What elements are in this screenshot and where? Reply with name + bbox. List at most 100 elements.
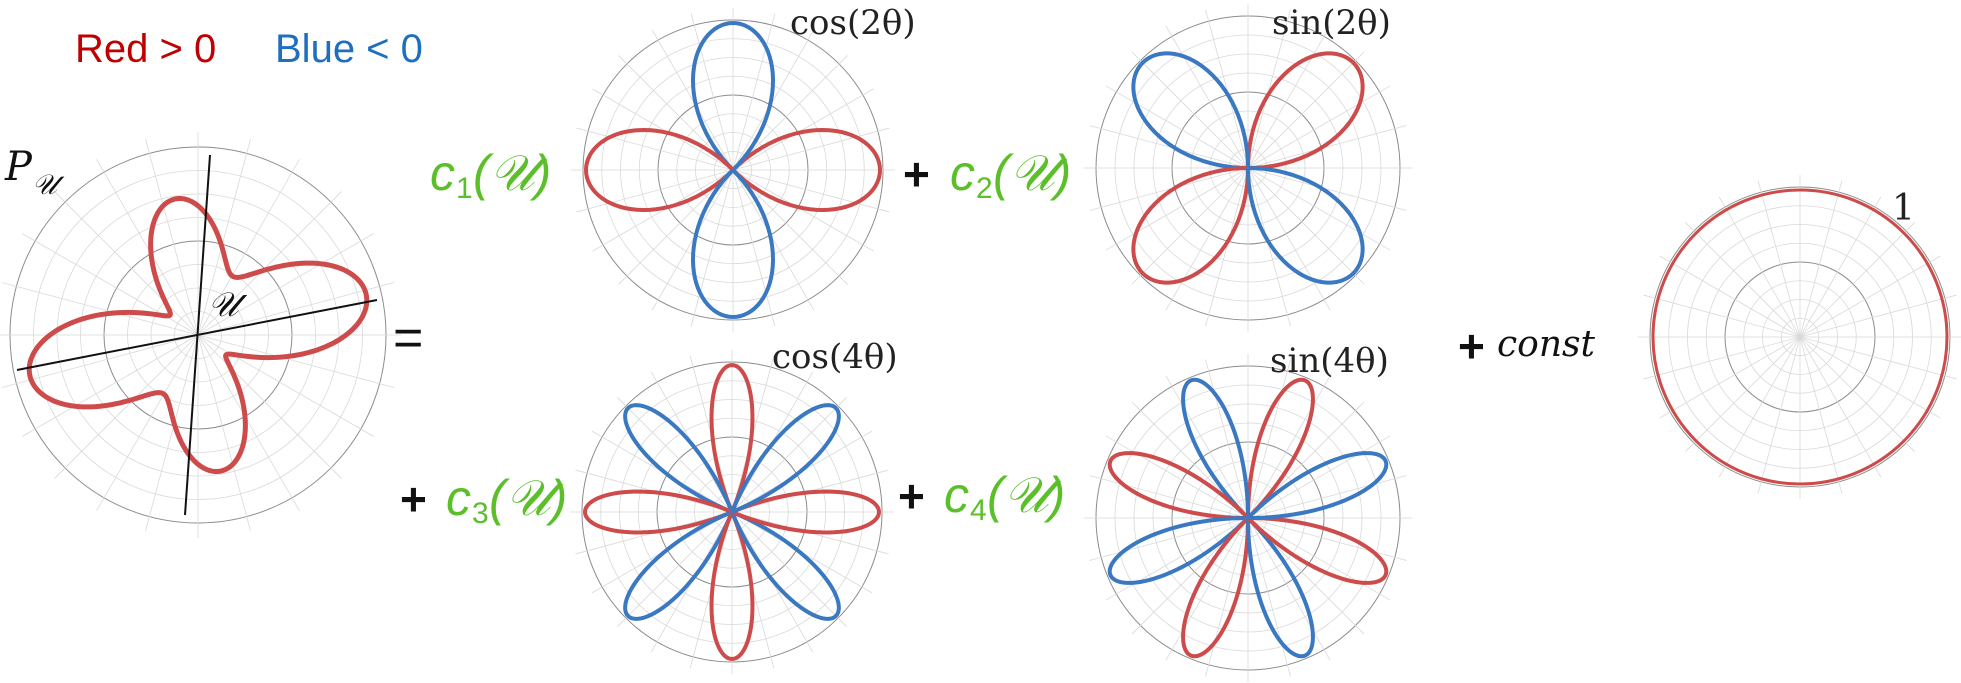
sin2-positive-lobe <box>1131 166 1250 285</box>
grid-spoke <box>1799 255 1941 338</box>
sin4-negative-lobe <box>1107 516 1250 585</box>
grid-spoke <box>1757 180 1801 338</box>
grid-spoke <box>197 334 395 388</box>
sin4-negative-lobe <box>1181 377 1250 520</box>
grid-spoke <box>1799 222 1915 338</box>
grid-spoke <box>1205 517 1249 677</box>
grid-spoke <box>1685 336 1801 452</box>
grid-spoke <box>1247 167 1291 327</box>
grid-spoke <box>1089 517 1249 561</box>
grid-spoke <box>617 511 733 627</box>
grid-spoke <box>1799 196 1882 338</box>
grid-spoke <box>1799 180 1843 338</box>
grid-spoke <box>1089 167 1249 211</box>
grid-spoke <box>1105 85 1249 169</box>
grid-spoke <box>1247 517 1391 601</box>
grid-spoke <box>1105 167 1249 251</box>
grid-spoke <box>651 169 734 311</box>
principal-axis-vertical <box>184 154 211 516</box>
equals-sign: = <box>393 309 423 367</box>
sin4-negative-lobe <box>1246 451 1389 520</box>
const-curve <box>1651 188 1949 486</box>
term-c2-plus: + <box>903 148 930 200</box>
grid-spoke <box>1 282 199 336</box>
grid-spoke <box>1643 294 1801 338</box>
grid-spoke <box>1247 167 1391 251</box>
grid-spoke <box>197 334 342 479</box>
legend-positive: Red > 0 <box>75 27 216 71</box>
grid-spoke <box>1247 85 1391 169</box>
grid-spoke <box>1799 336 1915 452</box>
cos2-negative-lobe <box>690 21 776 172</box>
grid-spoke <box>1105 517 1249 601</box>
grid-spoke <box>1247 517 1331 661</box>
grid-spoke <box>1247 9 1291 169</box>
cos4-negative-lobe <box>730 510 841 621</box>
grid-spoke <box>732 127 890 171</box>
grid-spoke <box>54 191 199 336</box>
sin2-title: sin(2θ) <box>1272 3 1391 43</box>
grid-spoke <box>1799 336 1843 494</box>
grid-spoke <box>731 397 847 513</box>
grid-spoke <box>197 334 300 512</box>
sin4-title: sin(4θ) <box>1270 341 1389 381</box>
sin4-positive-lobe <box>1181 516 1250 659</box>
term-c1: c 1 (𝒰) <box>430 145 551 205</box>
cos4-negative-lobe <box>730 403 841 514</box>
grid-spoke <box>197 282 395 336</box>
sin2-negative-lobe <box>1246 166 1365 285</box>
term-c2: + c 2 (𝒰) <box>903 145 1071 205</box>
grid-spoke <box>1247 517 1291 677</box>
const-plus: + <box>1458 320 1485 372</box>
grid-spoke <box>145 334 199 532</box>
grid-spoke <box>1643 336 1801 380</box>
lhs-subscript: 𝒰 <box>32 168 65 201</box>
cos4-positive-lobe <box>709 511 755 661</box>
grid-spoke <box>576 127 734 171</box>
grid-spoke <box>1247 167 1407 211</box>
cos2-negative-lobe <box>690 168 776 319</box>
grid-spoke <box>1131 167 1249 285</box>
term-c3-coef: c <box>446 470 471 526</box>
grid-spoke <box>197 191 342 336</box>
sin2-negative-lobe <box>1131 51 1250 170</box>
grid-spoke <box>651 29 734 171</box>
grid-spoke <box>592 88 734 171</box>
grid-spoke <box>1165 25 1249 169</box>
grid-spoke <box>618 55 734 171</box>
grid-spoke <box>1247 25 1331 169</box>
term-c4-plus: + <box>898 470 925 522</box>
grid-spoke <box>1247 435 1391 519</box>
term-c3-arg: (𝒰) <box>489 470 567 526</box>
cos4-positive-lobe <box>583 489 733 535</box>
grid-spoke <box>1 334 199 388</box>
grid-spoke <box>690 169 734 327</box>
grid-spoke <box>1247 51 1365 169</box>
cos4-title: cos(4θ) <box>772 337 898 377</box>
sin4-positive-lobe <box>1246 516 1389 585</box>
grid-spoke <box>1659 255 1801 338</box>
lhs-polar-plot <box>0 131 402 539</box>
term-c1-coef: c <box>430 145 455 201</box>
grid-spoke <box>1247 125 1407 169</box>
grid-spoke <box>197 334 251 532</box>
term-c3-index: 3 <box>472 497 489 530</box>
term-c4-coef: c <box>944 467 969 523</box>
grid-spoke <box>732 169 815 311</box>
sin4-positive-lobe <box>1107 451 1250 520</box>
sin4-negative-lobe <box>1246 516 1315 659</box>
grid-spoke <box>21 334 199 437</box>
term-c3: + c 3 (𝒰) <box>400 470 567 530</box>
grid-spoke <box>1659 336 1801 419</box>
lhs-label: P <box>4 144 33 190</box>
grid-spoke <box>1089 475 1249 519</box>
term-c2-index: 2 <box>976 172 993 205</box>
grid-spoke <box>732 169 874 252</box>
grid-spoke <box>21 233 199 336</box>
grid-spoke <box>732 169 890 213</box>
grid-spoke <box>1089 125 1249 169</box>
term-c4-arg: (𝒰) <box>987 467 1065 523</box>
term-c2-arg: (𝒰) <box>993 145 1071 201</box>
const-label: const <box>1497 324 1595 365</box>
